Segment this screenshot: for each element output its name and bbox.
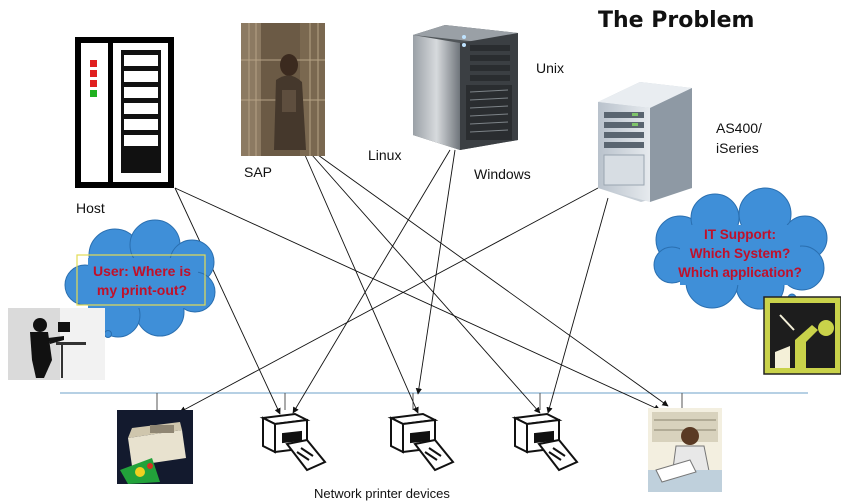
it-support-clipart <box>763 296 841 375</box>
user-silhouette-photo <box>8 308 105 380</box>
as400-label-line1: AS400/ <box>716 120 762 136</box>
page-title: The Problem <box>598 8 755 33</box>
user-bubble-frame <box>76 254 206 306</box>
user-thought-bubble <box>64 219 216 351</box>
as400-server-icon <box>598 82 692 202</box>
it-bubble-text: IT Support: Which System? Which applicat… <box>660 225 820 282</box>
it-support-thought-bubble <box>653 187 828 315</box>
linux-label: Linux <box>368 147 402 163</box>
unix-label: Unix <box>536 60 565 76</box>
user-bubble-line2: my print-out? <box>96 282 188 298</box>
network-printer-icon <box>259 412 327 472</box>
connection-arrows <box>174 149 669 415</box>
sap-datacenter-photo <box>241 23 325 156</box>
sap-label: SAP <box>244 164 273 180</box>
user-bubble-text: User: Where is my print-out? <box>78 262 206 300</box>
network-drops <box>156 393 683 410</box>
host-label: Host <box>76 200 105 216</box>
windows-label: Windows <box>474 166 531 182</box>
network-printer-icon <box>387 412 455 472</box>
it-bubble-line3: Which application? <box>678 265 802 280</box>
color-printer-icon <box>117 410 193 484</box>
host-server-icon <box>75 37 174 188</box>
it-bubble-line1: IT Support: <box>704 227 776 242</box>
user-bubble-line1: User: Where is <box>92 263 192 279</box>
unix-windows-server-icon <box>413 25 518 150</box>
as400-label-line2: iSeries <box>716 140 759 156</box>
it-bubble-line2: Which System? <box>689 246 791 261</box>
network-printers-label: Network printer devices <box>314 486 450 501</box>
print-operator-clipart <box>648 408 722 492</box>
network-printer-icon <box>511 412 579 472</box>
